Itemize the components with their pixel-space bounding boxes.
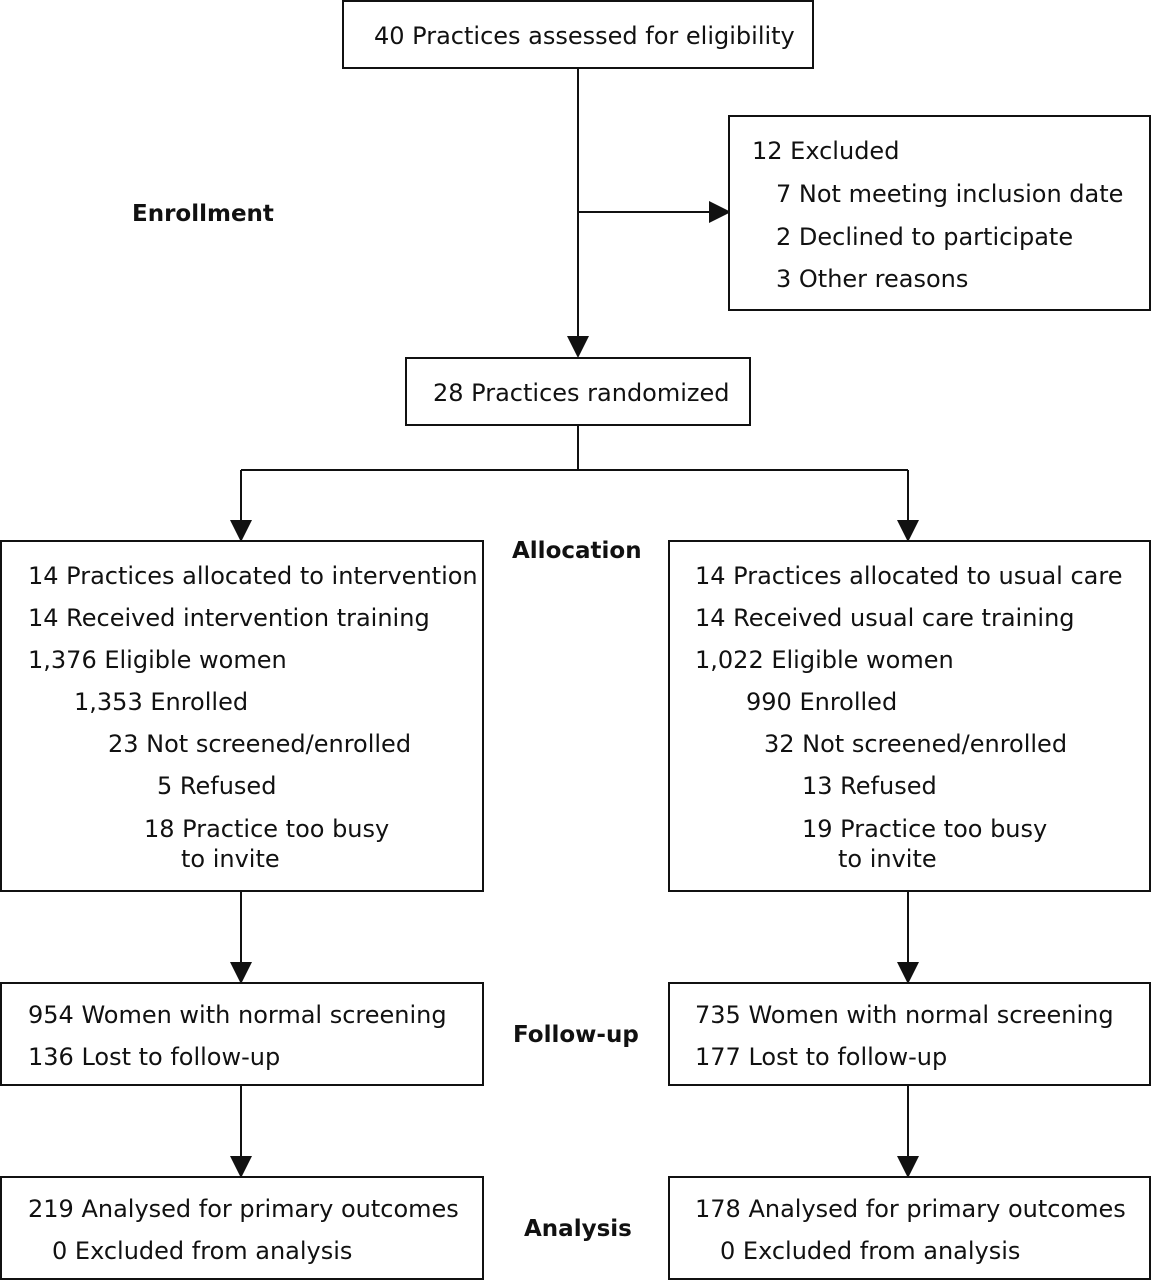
- intervention-refused: 5 Refused: [157, 772, 277, 800]
- intervention-eligible: 1,376 Eligible women: [28, 646, 287, 674]
- excluded-reason: 2 Declined to participate: [776, 223, 1074, 251]
- excluded-title: 12 Excluded: [752, 137, 900, 165]
- intervention-allocated: 14 Practices allocated to intervention: [28, 562, 478, 590]
- intervention-followup-lost: 136 Lost to follow-up: [28, 1043, 281, 1071]
- assessed-box: 40 Practices assessed for eligibility: [342, 0, 814, 69]
- usual-care-not-screened: 32 Not screened/enrolled: [764, 730, 1068, 758]
- intervention-too-busy-cont: to invite: [181, 845, 280, 873]
- usual-care-refused: 13 Refused: [802, 772, 937, 800]
- intervention-followup-box: 954 Women with normal screening 136 Lost…: [0, 982, 484, 1086]
- stage-label-followup: Follow-up: [513, 1022, 639, 1048]
- usual-care-followup-normal: 735 Women with normal screening: [695, 1001, 1114, 1029]
- usual-care-enrolled: 990 Enrolled: [746, 688, 898, 716]
- excluded-reason: 3 Other reasons: [776, 265, 969, 293]
- usual-care-analysis-excluded: 0 Excluded from analysis: [720, 1237, 1021, 1265]
- intervention-too-busy: 18 Practice too busy: [144, 815, 390, 843]
- usual-care-allocation-box: 14 Practices allocated to usual care 14 …: [668, 540, 1151, 892]
- intervention-followup-normal: 954 Women with normal screening: [28, 1001, 447, 1029]
- intervention-enrolled: 1,353 Enrolled: [74, 688, 249, 716]
- stage-label-enrollment: Enrollment: [132, 201, 274, 227]
- intervention-analysis-excluded: 0 Excluded from analysis: [52, 1237, 353, 1265]
- randomized-box: 28 Practices randomized: [405, 357, 751, 426]
- usual-care-allocated: 14 Practices allocated to usual care: [695, 562, 1123, 590]
- excluded-box: 12 Excluded 7 Not meeting inclusion date…: [728, 115, 1151, 311]
- usual-care-analysed: 178 Analysed for primary outcomes: [695, 1195, 1126, 1223]
- stage-label-allocation: Allocation: [512, 538, 642, 564]
- stage-label-analysis: Analysis: [524, 1216, 632, 1242]
- intervention-allocation-box: 14 Practices allocated to intervention 1…: [0, 540, 484, 892]
- intervention-analysis-box: 219 Analysed for primary outcomes 0 Excl…: [0, 1176, 484, 1280]
- usual-care-too-busy: 19 Practice too busy: [802, 815, 1048, 843]
- assessed-text: 40 Practices assessed for eligibility: [374, 22, 795, 50]
- usual-care-analysis-box: 178 Analysed for primary outcomes 0 Excl…: [668, 1176, 1151, 1280]
- usual-care-training: 14 Received usual care training: [695, 604, 1075, 632]
- excluded-reason: 7 Not meeting inclusion date: [776, 180, 1124, 208]
- randomized-text: 28 Practices randomized: [433, 379, 730, 407]
- usual-care-too-busy-cont: to invite: [838, 845, 937, 873]
- usual-care-followup-lost: 177 Lost to follow-up: [695, 1043, 948, 1071]
- usual-care-followup-box: 735 Women with normal screening 177 Lost…: [668, 982, 1151, 1086]
- intervention-analysed: 219 Analysed for primary outcomes: [28, 1195, 459, 1223]
- intervention-training: 14 Received intervention training: [28, 604, 430, 632]
- usual-care-eligible: 1,022 Eligible women: [695, 646, 954, 674]
- intervention-not-screened: 23 Not screened/enrolled: [108, 730, 412, 758]
